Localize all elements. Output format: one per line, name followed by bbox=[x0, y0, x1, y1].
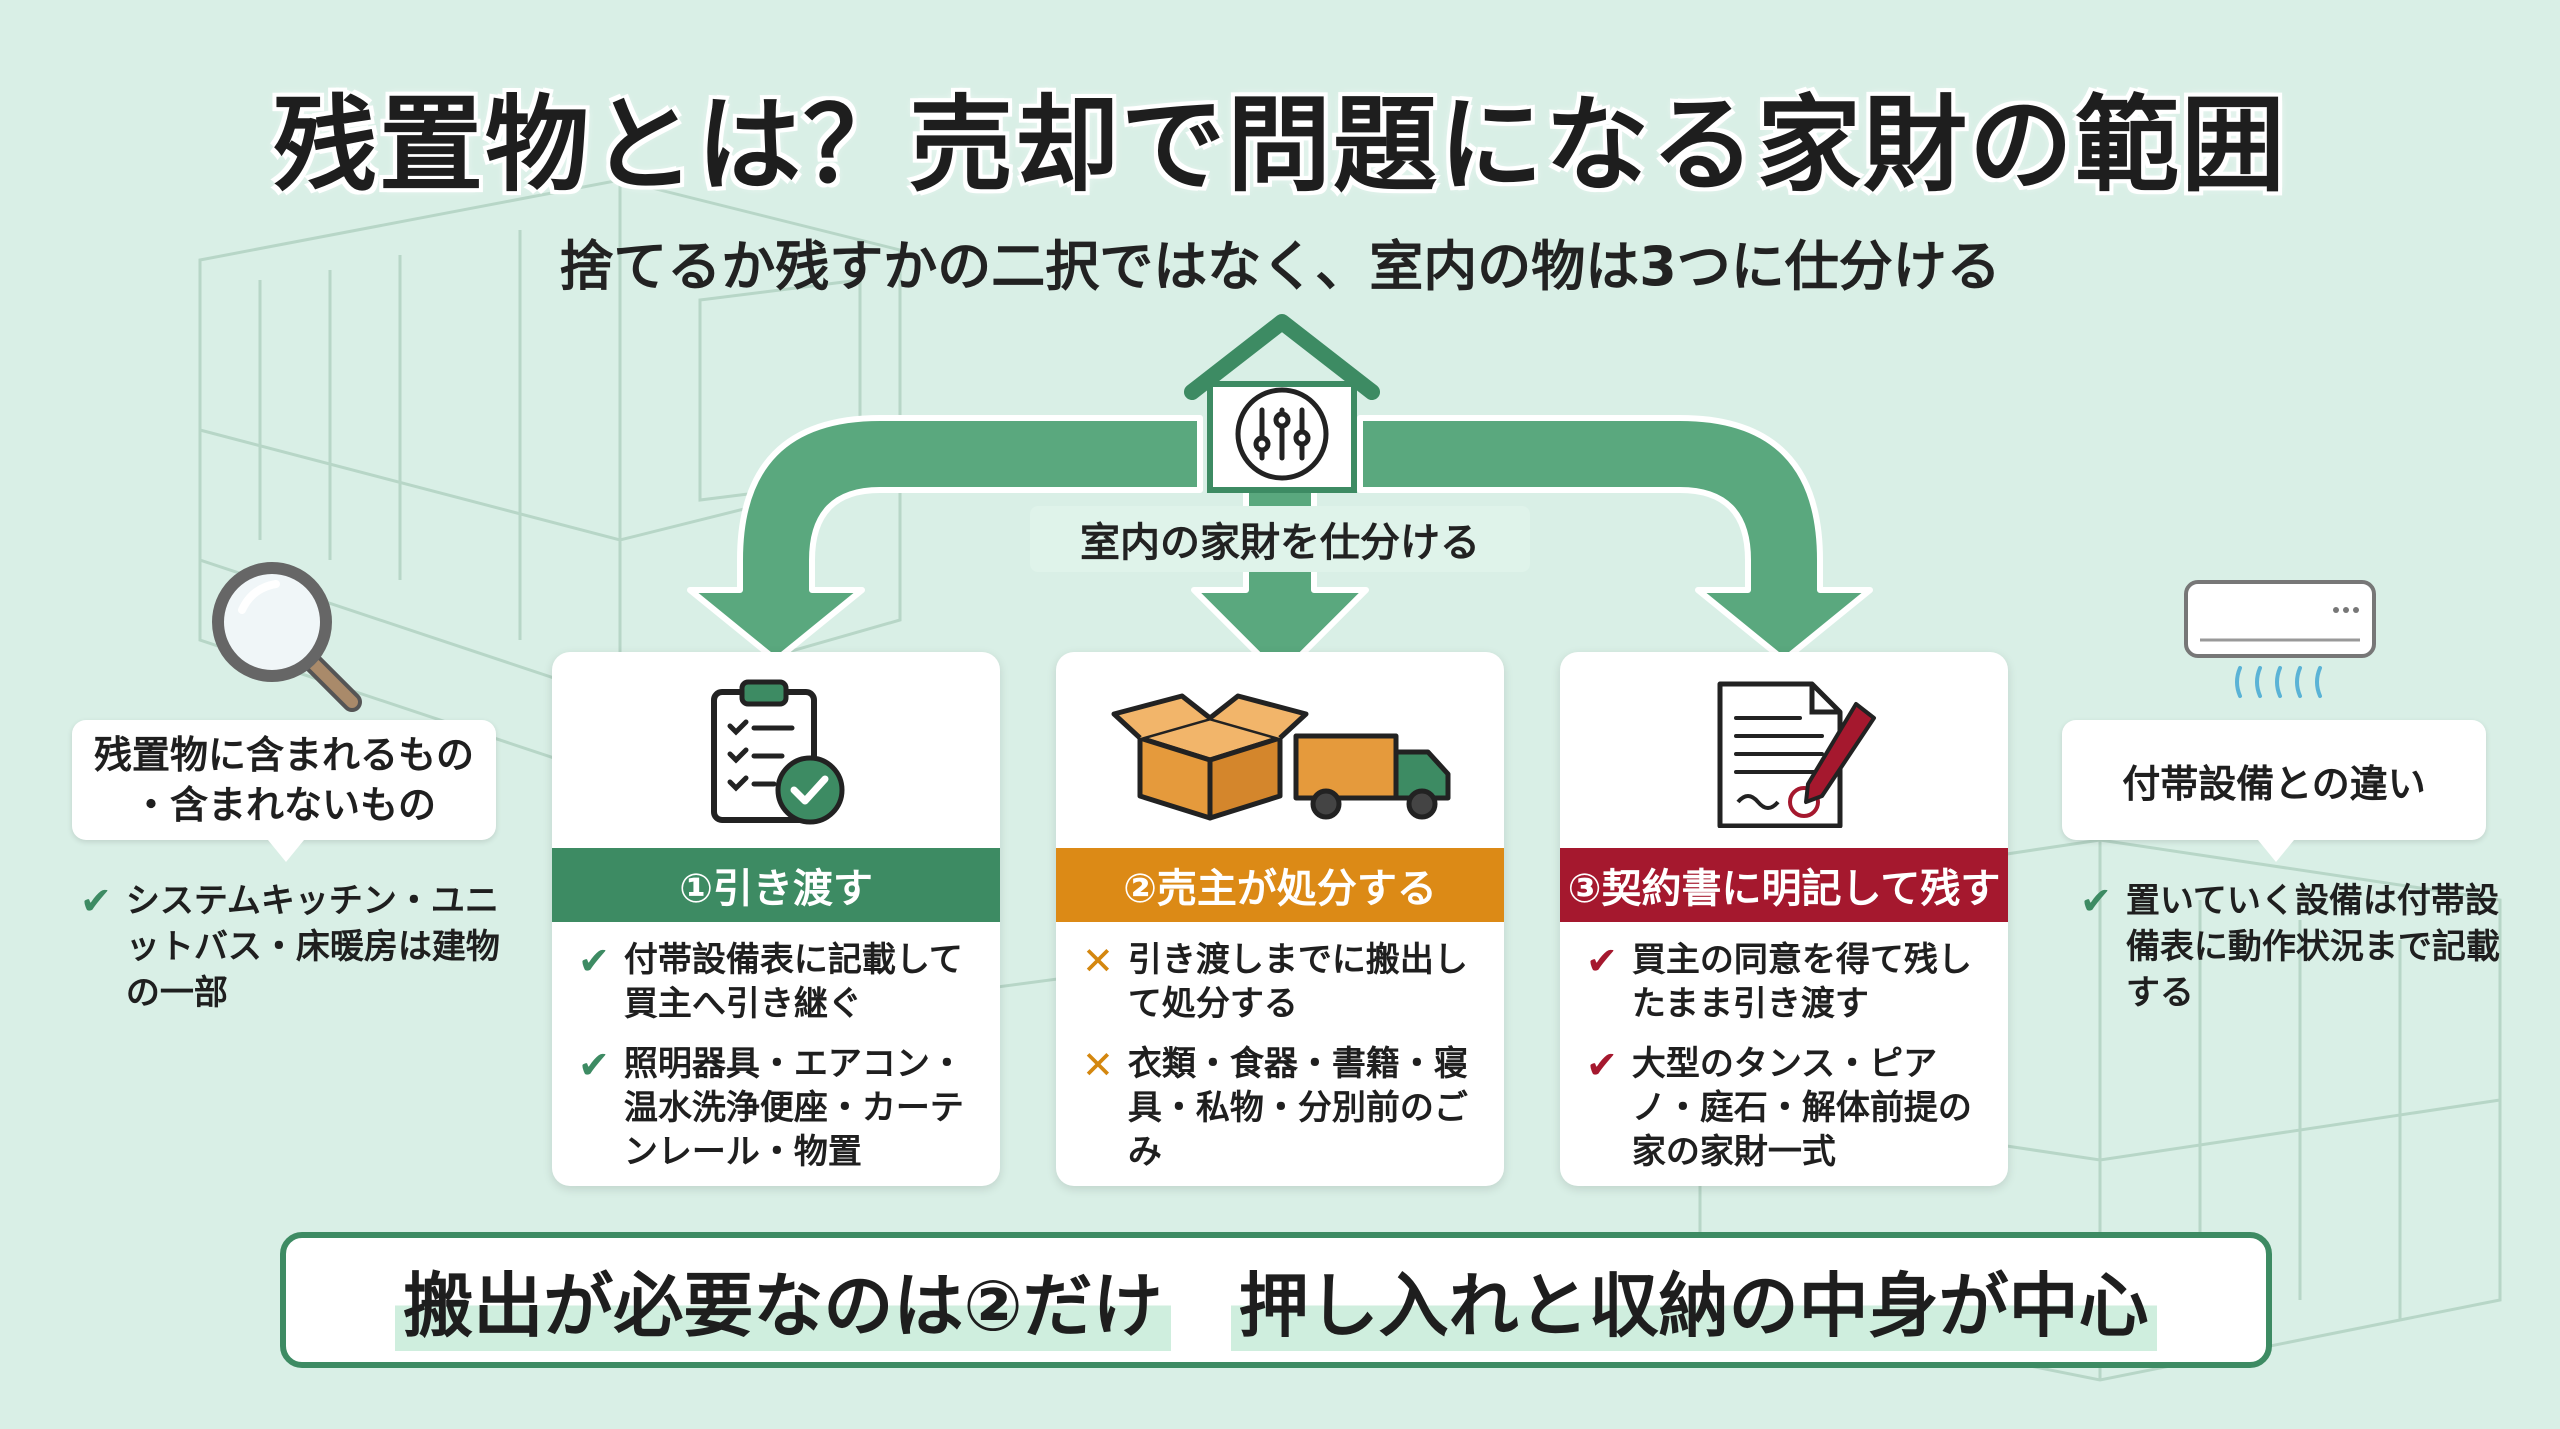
right-note-text: 置いていく設備は付帯設備表に動作状況まで記載する bbox=[2125, 881, 2500, 1013]
list-item-text: 引き渡しまでに搬出して処分する bbox=[1127, 940, 1468, 1024]
left-bubble-line1: 残置物に含まれるもの bbox=[93, 733, 474, 777]
page-subtitle: 捨てるか残すかの二択ではなく、室内の物は3つに仕分ける bbox=[559, 235, 2001, 298]
check-icon: ✔ bbox=[1586, 939, 1618, 983]
list-item: ✕ 衣類・食器・書籍・寝具・私物・分別前のごみ bbox=[1082, 1042, 1490, 1174]
left-bubble: 残置物に含まれるもの ・含まれないもの bbox=[72, 720, 496, 862]
arrow-left bbox=[687, 415, 1203, 663]
check-icon: ✔ bbox=[80, 879, 112, 923]
list-item-text: 照明器具・エアコン・温水洗浄便座・カーテンレール・物置 bbox=[623, 1044, 964, 1172]
left-note-text: システムキッチン・ユニットバス・床暖房は建物の一部 bbox=[125, 881, 500, 1013]
list-item: ✔ 大型のタンス・ピアノ・庭石・解体前提の家の家財一式 bbox=[1586, 1042, 1994, 1174]
list-item-text: 大型のタンス・ピアノ・庭石・解体前提の家の家財一式 bbox=[1631, 1044, 1972, 1172]
right-bubble: 付帯設備との違い bbox=[2062, 720, 2486, 862]
list-item: ✔ 照明器具・エアコン・温水洗浄便座・カーテンレール・物置 bbox=[578, 1042, 986, 1174]
contract-pen-icon bbox=[1717, 681, 1876, 828]
card-seller-disposes: ②売主が処分する ✕ 引き渡しまでに搬出して処分する ✕ 衣類・食器・書籍・寝具… bbox=[1056, 652, 1504, 1186]
check-icon: ✔ bbox=[2080, 879, 2112, 923]
check-icon: ✔ bbox=[1586, 1043, 1618, 1087]
list-item: ✔ 買主の同意を得て残したまま引き渡す bbox=[1586, 938, 1994, 1026]
card-heading: ③契約書に明記して残す bbox=[1560, 848, 2008, 922]
list-item-text: 付帯設備表に記載して買主へ引き継ぐ bbox=[623, 940, 963, 1024]
arrow-right bbox=[1357, 415, 1873, 663]
left-note: ✔ システムキッチン・ユニットバス・床暖房は建物の一部 bbox=[80, 878, 520, 1016]
banner-part1: 搬出が必要なのは②だけ bbox=[395, 1249, 1171, 1351]
right-note: ✔ 置いていく設備は付帯設備表に動作状況まで記載する bbox=[2080, 878, 2520, 1016]
list-item: ✕ 引き渡しまでに搬出して処分する bbox=[1082, 938, 1490, 1026]
summary-banner: 搬出が必要なのは②だけ 押し入れと収納の中身が中心 bbox=[280, 1232, 2272, 1368]
card-contract-leave: ③契約書に明記して残す ✔ 買主の同意を得て残したまま引き渡す ✔ 大型のタンス… bbox=[1560, 652, 2008, 1186]
magnifier-icon bbox=[212, 562, 362, 712]
clipboard-check-icon bbox=[711, 679, 845, 825]
check-icon: ✔ bbox=[578, 1043, 610, 1087]
house-sliders-icon bbox=[1184, 314, 1380, 493]
air-conditioner-icon bbox=[2184, 580, 2376, 698]
left-bubble-line2: ・含まれないもの bbox=[131, 783, 436, 827]
banner-part2: 押し入れと収納の中身が中心 bbox=[1230, 1249, 2157, 1351]
card-heading: ①引き渡す bbox=[552, 848, 1000, 922]
box-truck-icon bbox=[1111, 693, 1451, 821]
list-item-text: 衣類・食器・書籍・寝具・私物・分別前のごみ bbox=[1127, 1044, 1468, 1172]
check-icon: ✔ bbox=[578, 939, 610, 983]
cross-icon: ✕ bbox=[1082, 939, 1114, 983]
center-label: 室内の家財を仕分ける bbox=[1030, 506, 1530, 572]
card-heading: ②売主が処分する bbox=[1056, 848, 1504, 922]
list-item-text: 買主の同意を得て残したまま引き渡す bbox=[1631, 940, 1972, 1024]
card-hand-over: ①引き渡す ✔ 付帯設備表に記載して買主へ引き継ぐ ✔ 照明器具・エアコン・温水… bbox=[552, 652, 1000, 1186]
page-title: 残置物とは？売却で問題になる家財の範囲 bbox=[272, 84, 2287, 206]
list-item: ✔ 付帯設備表に記載して買主へ引き継ぐ bbox=[578, 938, 986, 1026]
cross-icon: ✕ bbox=[1082, 1043, 1114, 1087]
